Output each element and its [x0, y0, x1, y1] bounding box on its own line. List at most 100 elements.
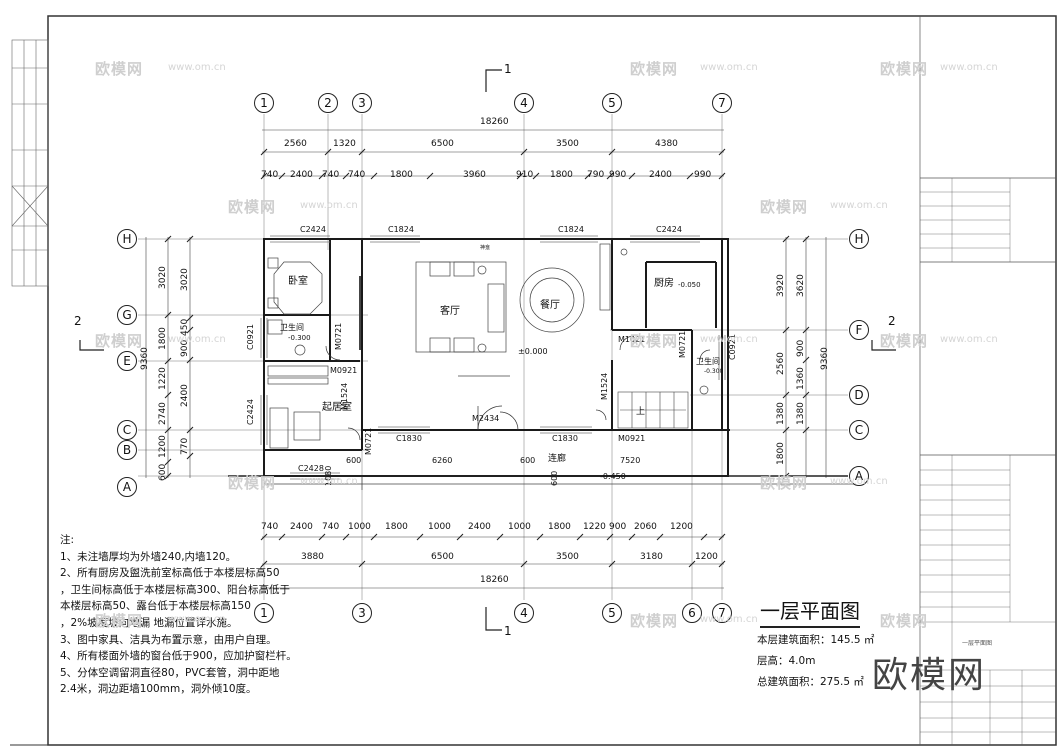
- dimension-label: 3500: [556, 552, 579, 562]
- dimension-tick: [164, 472, 172, 480]
- watermark-url: www.om.cn: [168, 614, 226, 625]
- opening-code: C1824: [558, 225, 584, 234]
- floor-height: 层高：4.0m: [757, 655, 816, 667]
- dimension-tick: [456, 533, 464, 541]
- dimension-tick: [358, 560, 366, 568]
- dimension-label: 740: [348, 170, 366, 180]
- watermark-text: 欧模网: [880, 612, 929, 630]
- axis-bubble-top: 4: [514, 93, 534, 113]
- dimension-label-vertical: 2400: [180, 384, 190, 407]
- opening-code: M0721: [364, 427, 373, 455]
- axis-bubble-top: 2: [318, 93, 338, 113]
- section-mark-number: 1: [504, 624, 512, 638]
- room-bath-right: 卫生间: [696, 357, 720, 366]
- dimension-total-right: 9360: [820, 347, 830, 370]
- axis-bubble-right: C: [849, 420, 869, 440]
- dimension-label-vertical: 1200: [158, 435, 168, 458]
- dimension-tick: [584, 172, 592, 180]
- axis-bubble-left: G: [117, 305, 137, 325]
- section-markers: [79, 69, 896, 631]
- watermark-text: 欧模网: [228, 474, 277, 492]
- furniture: [264, 243, 856, 490]
- opening-code: M1524: [340, 382, 349, 410]
- design-notes: 注:1、未注墙厚均为外墙240,内墙120。2、所有厨房及盥洗前室标高低于本楼层…: [60, 532, 300, 698]
- dimension-tick: [520, 148, 528, 156]
- cabinet-label: 神龛: [480, 245, 491, 251]
- note-line: ，2%坡度坡向地漏 地漏位置详水施。: [60, 616, 238, 629]
- dimension-label: 1220: [583, 522, 606, 532]
- axis-bubble-bottom: 1: [254, 603, 274, 623]
- dimension-tick: [324, 148, 332, 156]
- axis-bubble-bottom: 4: [514, 603, 534, 623]
- axis-bubble-right: F: [849, 320, 869, 340]
- plan-title: 一层平面图: [760, 595, 860, 628]
- opening-code: 7520: [620, 456, 641, 465]
- axis-bubble-right: A: [849, 466, 869, 486]
- dimension-label: 2060: [634, 522, 657, 532]
- note-line: 3、图中家具、洁具为布置示意，由用户自理。: [60, 633, 277, 646]
- title-block: [919, 16, 1056, 745]
- watermark-url: www.om.cn: [700, 614, 758, 625]
- watermark-url: www.om.cn: [168, 334, 226, 345]
- dimension-label-vertical: 1800: [776, 442, 786, 465]
- dimension-label: 740: [322, 170, 340, 180]
- kitchen-level: -0.050: [678, 281, 701, 289]
- dimension-label: 990: [609, 170, 627, 180]
- doors: [325, 335, 711, 441]
- watermark-text: 欧模网: [760, 198, 809, 216]
- dimension-tick: [260, 560, 268, 568]
- opening-code: C1824: [388, 225, 414, 234]
- opening-code: C2424: [300, 225, 326, 234]
- dimension-tick: [186, 314, 194, 322]
- axis-bubble-left: B: [117, 440, 137, 460]
- dimension-tick: [608, 560, 616, 568]
- dimension-tick: [606, 172, 614, 180]
- axis-bubble-left: A: [117, 477, 137, 497]
- dimension-label-vertical: 3020: [158, 266, 168, 289]
- watermark-url: www.om.cn: [830, 200, 888, 211]
- stair: [617, 391, 689, 429]
- watermark-url: www.om.cn: [300, 476, 358, 487]
- opening-code: C2424: [246, 399, 255, 425]
- watermark-text: 欧模网: [760, 474, 809, 492]
- dimension-tick: [370, 172, 378, 180]
- axis-bubble-bottom: 7: [712, 603, 732, 623]
- dimension-label: 3180: [640, 552, 663, 562]
- axis-lines: [138, 114, 848, 600]
- opening-code: 6260: [432, 456, 453, 465]
- dimension-label: 1800: [550, 170, 573, 180]
- dimension-tick: [496, 533, 504, 541]
- dimension-tick: [426, 172, 434, 180]
- dimension-tick: [718, 533, 726, 541]
- opening-code: 600: [346, 456, 362, 465]
- dimension-tick: [342, 533, 350, 541]
- watermark-url: www.om.cn: [300, 200, 358, 211]
- dimension-label: 1200: [695, 552, 718, 562]
- axis-bubble-top: 7: [712, 93, 732, 113]
- opening-code: 600: [520, 456, 536, 465]
- dimension-label-vertical: 1380: [776, 401, 786, 425]
- dimension-label-vertical: 3920: [776, 273, 786, 297]
- room-kitchen: 厨房: [654, 278, 674, 289]
- dimension-tick: [164, 311, 172, 319]
- opening-code: M0721: [678, 330, 687, 358]
- floor-level: ±0.000: [518, 347, 548, 356]
- dimension-tick: [576, 533, 584, 541]
- watermark-text: 欧模网: [95, 332, 144, 350]
- watermark-text: 欧模网: [95, 60, 144, 78]
- opening-code: 600: [550, 470, 559, 486]
- dimension-tick: [164, 357, 172, 365]
- dimension-tick: [700, 533, 708, 541]
- stair-up-label: 上: [636, 407, 646, 417]
- dimension-label: 1000: [428, 522, 451, 532]
- note-line: 5、分体空调留洞直径80，PVC套管，洞中距地: [60, 666, 280, 679]
- opening-code: M0921: [330, 366, 358, 375]
- dimension-lines: [145, 129, 827, 589]
- dimension-tick: [536, 533, 544, 541]
- brand-logo: 欧模网: [872, 655, 987, 696]
- dimension-label: 2560: [284, 139, 307, 149]
- dimension-tick: [164, 458, 172, 466]
- dimension-label: 3880: [301, 552, 324, 562]
- dimension-label: 1000: [508, 522, 531, 532]
- opening-code: C1830: [552, 434, 578, 443]
